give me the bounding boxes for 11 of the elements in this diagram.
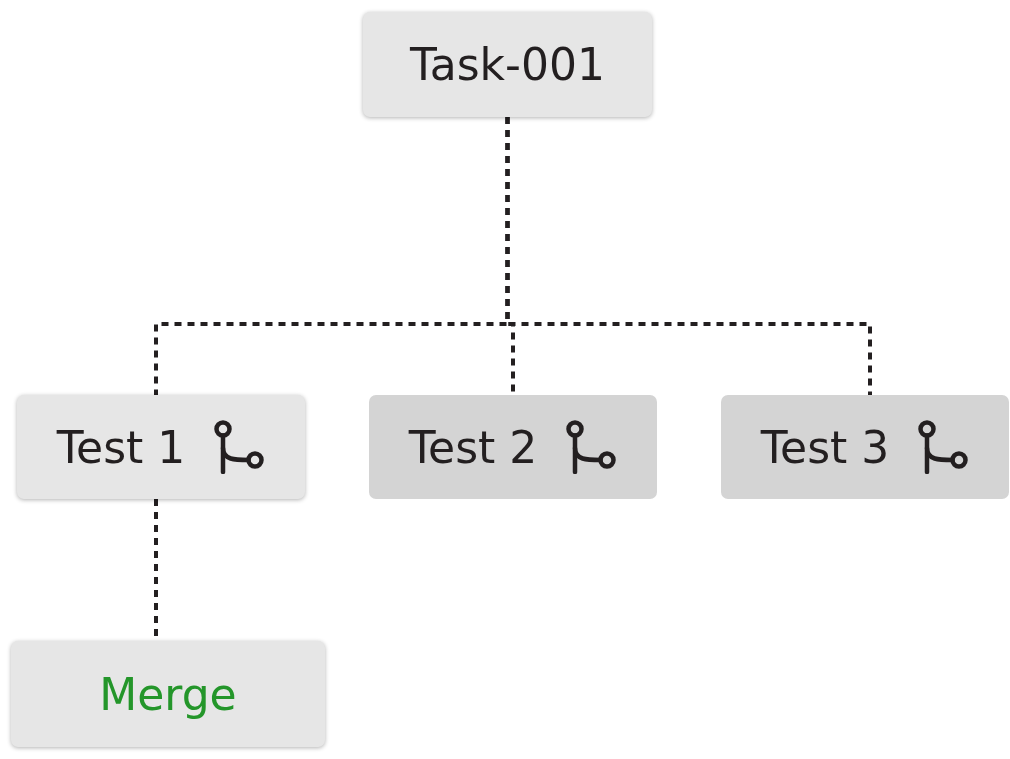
connector [505,117,872,395]
node-label: Test 1 [56,421,186,473]
node-label: Test 3 [760,421,890,473]
task-box [721,395,1009,499]
task-box [11,641,325,747]
node-label: Test 2 [408,421,538,473]
task-box [17,395,305,499]
task-box [369,395,657,499]
node-label: Merge [99,668,237,720]
task-box [363,12,652,117]
node-label: Task-001 [410,39,605,90]
